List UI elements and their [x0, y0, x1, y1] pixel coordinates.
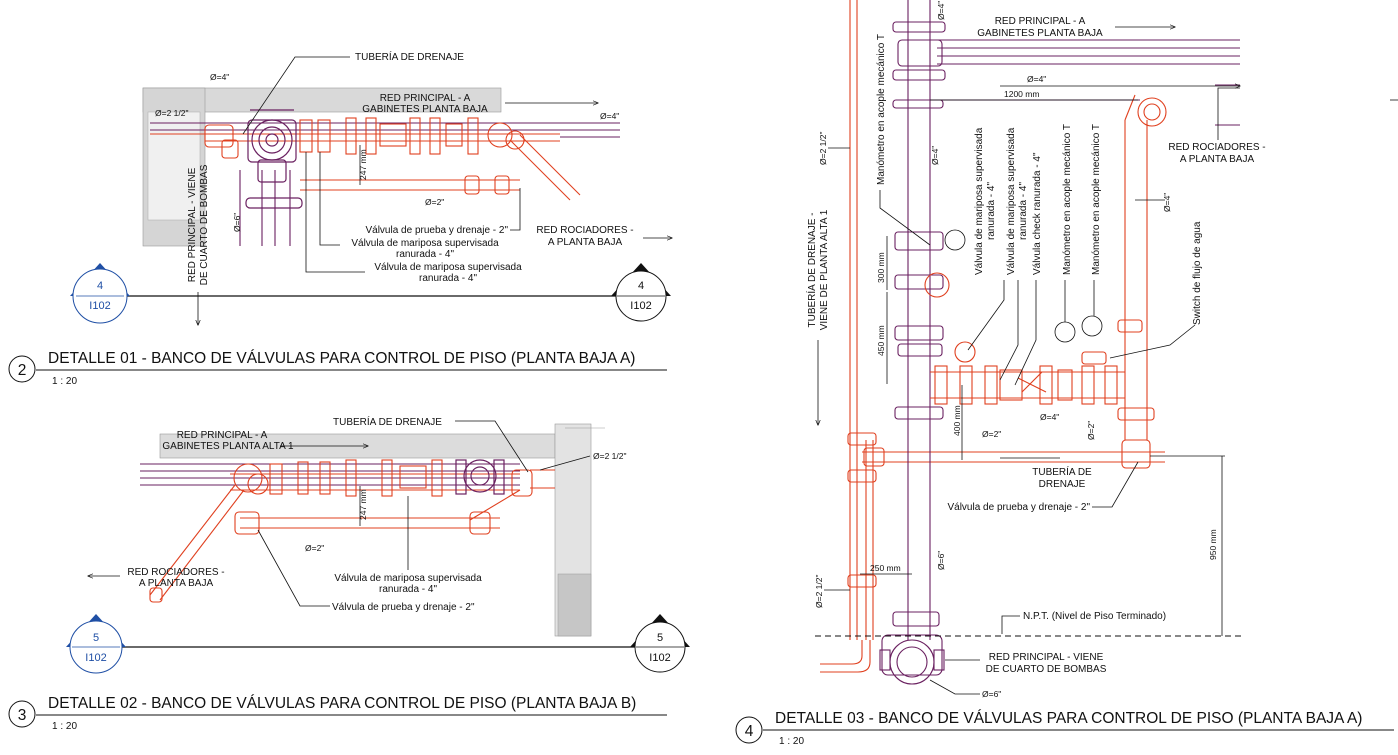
label-drenaje-v2: VIENE DE PLANTA ALTA 1 — [819, 209, 830, 330]
marker-num: 4 — [638, 280, 644, 292]
label-mariposa-b2: ranurada - 4" — [419, 273, 477, 284]
label-mariposa-a1: Válvula de mariposa supervisada — [351, 238, 499, 249]
detail-scale: 1 : 20 — [52, 721, 77, 732]
label-red-principal-2: GABINETES PLANTA BAJA — [977, 28, 1103, 39]
label-dim250: 250 mm — [870, 563, 901, 573]
label-d6-a: Ø=6" — [936, 551, 946, 570]
label-valvula-prueba: Válvula de prueba y drenaje - 2" — [332, 602, 475, 613]
section-marker-right[interactable]: 5 I102 — [630, 614, 690, 673]
section-marker-left[interactable]: 5 I102 — [66, 614, 126, 674]
label-red-principal-2: GABINETES PLANTA BAJA — [362, 104, 488, 115]
label-mariposa-a2: ranurada - 4" — [396, 249, 454, 260]
label-d2: Ø=2" — [425, 197, 444, 207]
label-d2-a: Ø=2" — [982, 429, 1001, 439]
detail-02: RED PRINCIPAL - A GABINETES PLANTA ALTA … — [8, 415, 690, 732]
label-d212: Ø=2 1/2" — [155, 108, 189, 118]
marker-num: 5 — [657, 632, 663, 644]
detail-03: RED PRINCIPAL - A GABINETES PLANTA BAJA … — [735, 0, 1398, 747]
label-valvula-prueba: Válvula de prueba y drenaje - 2" — [947, 502, 1090, 513]
marker-num: 5 — [93, 632, 99, 644]
label-viene-2: DE CUARTO DE BOMBAS — [986, 664, 1107, 675]
label-drenaje-1: TUBERÍA DE — [1032, 465, 1092, 478]
detail-title: DETALLE 03 - BANCO DE VÁLVULAS PARA CONT… — [775, 710, 1362, 727]
label-rociadores-2: A PLANTA BAJA — [1180, 154, 1255, 165]
label-d4-d: Ø=4" — [1040, 412, 1059, 422]
label-d6: Ø=6" — [232, 213, 242, 232]
label-d4-top: Ø=4" — [210, 72, 229, 82]
label-mariposa-v1: Válvula de mariposa supervisada — [974, 127, 985, 275]
label-d4-top: Ø=4" — [936, 1, 946, 20]
label-d4-b: Ø=4" — [930, 146, 940, 165]
detail-number: 2 — [18, 362, 27, 379]
label-d6-b: Ø=6" — [982, 689, 1001, 699]
label-mariposa-v2b: ranurada - 4" — [1018, 182, 1029, 240]
label-d4-a: Ø=4" — [1027, 74, 1046, 84]
label-drain: TUBERÍA DE DRENAJE — [355, 50, 464, 63]
label-dim247: 247 mm — [358, 489, 368, 520]
label-red-principal-1: RED PRINCIPAL - A — [380, 93, 471, 104]
main-riser-purple — [879, 0, 1240, 685]
label-d2-b: Ø=2" — [1086, 421, 1096, 440]
label-dim1200: 1200 mm — [1004, 89, 1039, 99]
label-d212: Ø=2 1/2" — [593, 451, 627, 461]
marker-sheet: I102 — [85, 652, 106, 664]
label-d4-right: Ø=4" — [600, 111, 619, 121]
marker-num: 4 — [97, 280, 103, 292]
label-mariposa-v2: Válvula de mariposa supervisada — [1006, 127, 1017, 275]
main-valve-assembly — [455, 459, 505, 495]
label-dim950: 950 mm — [1208, 529, 1218, 560]
label-switch: Switch de flujo de agua — [1192, 221, 1203, 325]
label-mariposa-v1b: ranurada - 4" — [986, 182, 997, 240]
label-viene-2: DE CUARTO DE BOMBAS — [199, 164, 210, 285]
label-dim400: 400 mm — [952, 405, 962, 436]
label-manometro-v: Manómetro en acople mecánico T — [876, 34, 887, 185]
label-d212-top: Ø=2 1/2" — [818, 132, 828, 166]
detail-scale: 1 : 20 — [779, 736, 804, 747]
detail-title: DETALLE 02 - BANCO DE VÁLVULAS PARA CONT… — [48, 695, 636, 712]
label-drenaje-2: DRENAJE — [1039, 479, 1086, 490]
label-rociadores-1: RED ROCIADORES - — [536, 225, 633, 236]
label-valvula-prueba: Válvula de prueba y drenaje - 2" — [365, 225, 508, 236]
detail-number: 3 — [18, 707, 27, 724]
label-rociadores-1: RED ROCIADORES - — [127, 567, 224, 578]
label-mariposa-b1: Válvula de mariposa supervisada — [374, 262, 522, 273]
label-rociadores-1: RED ROCIADORES - — [1168, 142, 1265, 153]
manifold-red — [924, 229, 1143, 405]
section-marker-right[interactable]: 4 I102 — [611, 263, 671, 322]
detail-scale: 1 : 20 — [52, 376, 77, 387]
drain-riser-red — [820, 0, 1167, 673]
label-d212-bot: Ø=2 1/2" — [814, 575, 824, 609]
valve-train-red — [150, 117, 581, 201]
label-red-principal-2: GABINETES PLANTA ALTA 1 — [162, 441, 294, 452]
label-npt: N.P.T. (Nivel de Piso Terminado) — [1023, 611, 1166, 622]
label-dim247: 247 mm — [358, 149, 368, 180]
label-mariposa-2: ranurada - 4" — [379, 584, 437, 595]
detail-01: TUBERÍA DE DRENAJE RED PRINCIPAL - A GAB… — [8, 50, 672, 387]
label-viene-1: RED PRINCIPAL - VIENE — [989, 652, 1104, 663]
detail-title: DETALLE 01 - BANCO DE VÁLVULAS PARA CONT… — [48, 350, 635, 367]
marker-sheet: I102 — [630, 300, 651, 312]
label-rociadores-2: A PLANTA BAJA — [548, 237, 623, 248]
marker-sheet: I102 — [649, 652, 670, 664]
label-manometro-v2: Manómetro en acople mecánico T — [1062, 124, 1073, 275]
label-check-v: Válvula check ranurada - 4" — [1032, 152, 1043, 275]
label-dim300: 300 mm — [876, 252, 886, 283]
marker-sheet: I102 — [89, 300, 110, 312]
label-manometro-v3: Manómetro en acople mecánico T — [1091, 124, 1102, 275]
label-mariposa-1: Válvula de mariposa supervisada — [334, 573, 482, 584]
label-d4-c: Ø=4" — [1162, 193, 1172, 212]
label-drenaje-v1: TUBERÍA DE DRENAJE - — [805, 212, 818, 327]
label-d2: Ø=2" — [305, 543, 324, 553]
label-rociadores-2: A PLANTA BAJA — [139, 578, 214, 589]
section-marker-left[interactable]: 4 I102 — [70, 263, 130, 324]
label-red-principal-1: RED PRINCIPAL - A — [995, 16, 1086, 27]
label-drain: TUBERÍA DE DRENAJE — [333, 415, 442, 428]
label-dim450: 450 mm — [876, 325, 886, 356]
main-valve-assembly — [245, 109, 303, 209]
label-red-principal-1: RED PRINCIPAL - A — [177, 430, 268, 441]
detail-number: 4 — [745, 723, 754, 740]
label-viene-1: RED PRINCIPAL - VIENE — [187, 167, 198, 282]
